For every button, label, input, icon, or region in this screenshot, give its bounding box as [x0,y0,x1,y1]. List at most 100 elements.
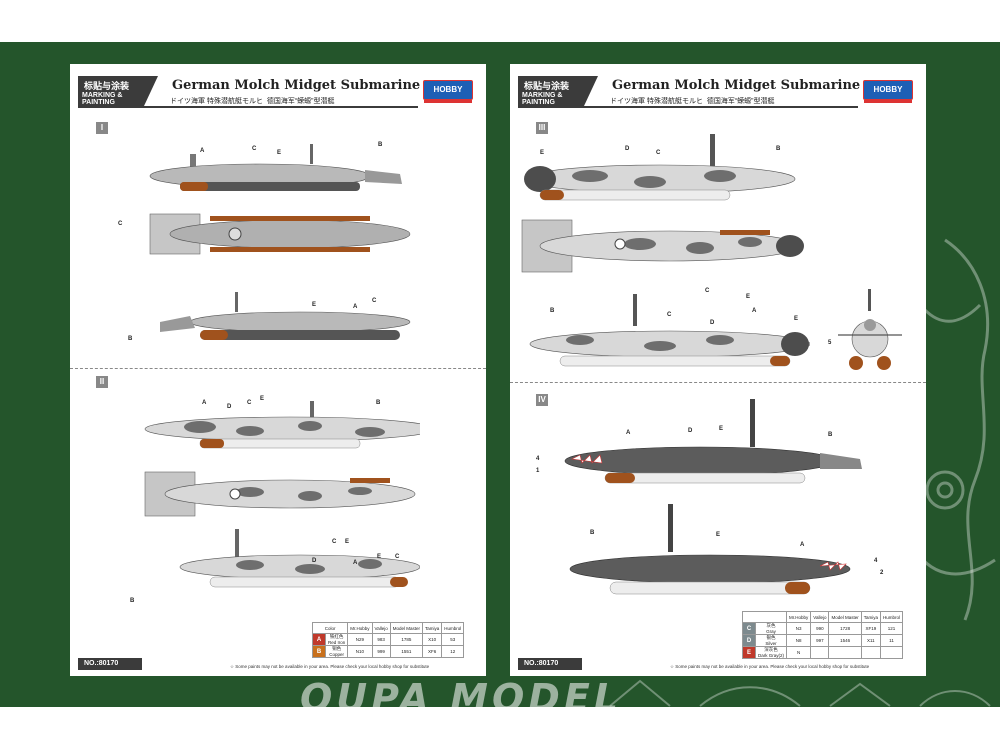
callout-label: A [202,400,207,406]
bottom-line-art [609,679,991,707]
callout-label: 4 [874,558,878,564]
callout-label: E [377,554,382,560]
header-rule [78,106,418,108]
sheet-subtitle: ドイツ海軍 特殊潜航艇モルヒ 德国海军“蝾螈”型潜艇 [610,96,775,106]
callout-label: A [800,542,805,548]
color-table: Color Mr.Hobby Vallejo Model Master Tami… [311,622,465,658]
kit-number: NO.:80170 [78,658,142,670]
submarine-camo-side-view [524,134,796,201]
callout-label: D [688,428,693,434]
callout-label: C [667,312,672,318]
callout-label: B [376,400,381,406]
submarine-side-view [149,144,402,191]
table-cell [879,646,904,659]
callout-label: A [626,430,631,436]
table-header-cell: Humbrol [879,611,904,623]
table-cell: 11 [879,634,904,647]
table-cell: X11 [860,634,882,647]
submarine-front-view [838,289,902,370]
table-cell: 53 [441,633,465,646]
header-en: MARKING & PAINTING [82,92,123,106]
sheet-header: 标贴与涂装 MARKING & PAINTING German Molch Mi… [518,76,923,112]
callout-label: E [719,426,724,432]
color-key: B [312,645,326,658]
callout-label: B [128,336,133,342]
table-cell: 990 [810,622,830,635]
callout-label: C [332,539,337,545]
table-cell: 983 [371,633,391,646]
table-header-cell: Color [311,622,349,634]
submarine-top-view [149,213,411,255]
table-header-cell [741,611,788,623]
step-marker-2: II [96,376,108,388]
color-name-en: Red Iron [328,640,346,645]
callout-label: D [625,146,630,152]
table-cell: 1546 [828,634,862,647]
callout-label: E [746,294,751,300]
table-cell: N [786,646,812,659]
table-cell: 999 [371,645,391,658]
callout-label: A [752,308,757,314]
callout-label: A [200,148,205,154]
instruction-sheet-left: 标贴与涂装 MARKING & PAINTING German Molch Mi… [70,64,486,676]
table-cell: N29 [347,633,373,646]
callout-label: 2 [880,570,884,576]
step-marker-3: III [536,122,548,134]
subtitle-jp: ドイツ海軍 特殊潜航艇モルヒ [610,98,703,105]
brand-logo: HOBBY BOSS [863,80,913,112]
table-header-cell: Vallejo [371,622,391,634]
callout-label: B [590,530,595,536]
callout-label: C [252,146,257,152]
table-cell: XF19 [860,622,882,635]
table-cell: XF6 [421,645,443,658]
color-name-cn: 灰色 [766,623,776,628]
submarine-side-view [160,292,411,340]
table-cell: 1785 [389,633,423,646]
color-name-cn: 铁红色 [329,634,344,639]
callout-label: E [345,539,350,545]
callout-label: 5 [828,340,832,346]
color-name-cn: 铜色 [332,646,342,651]
header-cn: 标贴与涂装 [84,81,130,91]
color-name-cn: 深灰色 [764,647,778,652]
callout-label: C [656,150,661,156]
callout-label: E [260,396,265,402]
callout-label: C [118,221,123,227]
callout-label: B [130,598,135,604]
callout-label: E [277,150,282,156]
table-header-cell: Humbrol [441,622,465,634]
callout-label: 1 [536,468,540,474]
table-header-cell: Model Master [828,611,862,623]
callout-label: E [716,532,721,538]
table-cell: N8 [786,634,812,647]
submarine-shark-side-view [569,504,851,595]
callout-label: A [353,304,358,310]
sheet-header: 标贴与涂装 MARKING & PAINTING German Molch Mi… [78,76,483,112]
color-name-en: Silver [765,641,777,646]
color-key: D [742,634,756,647]
color-table: Mr.Hobby Vallejo Model Master Tamiya Hum… [741,611,904,659]
step-marker-1: I [96,122,108,134]
footer-note: ☆ Some paints may not be available in yo… [230,664,430,669]
table-header-cell: Mr.Hobby [786,611,812,623]
callout-label: B [828,432,833,438]
watermark: OUPA MODEL [300,676,622,720]
top-margin [0,0,1000,42]
header-en: MARKING & PAINTING [522,92,563,106]
submarine-camo-side-view [144,401,420,449]
subtitle-cn: 德国海军“蝾螈”型潜艇 [266,98,335,105]
table-header-row: Color Mr.Hobby Vallejo Model Master Tami… [311,622,465,634]
instruction-sheet-right: 标贴与涂装 MARKING & PAINTING German Molch Mi… [510,64,926,676]
table-header-cell: Mr.Hobby [347,622,373,634]
callout-label: B [550,308,555,314]
table-header-cell: Tamiya [860,611,882,623]
kit-number: NO.:80170 [518,658,582,670]
